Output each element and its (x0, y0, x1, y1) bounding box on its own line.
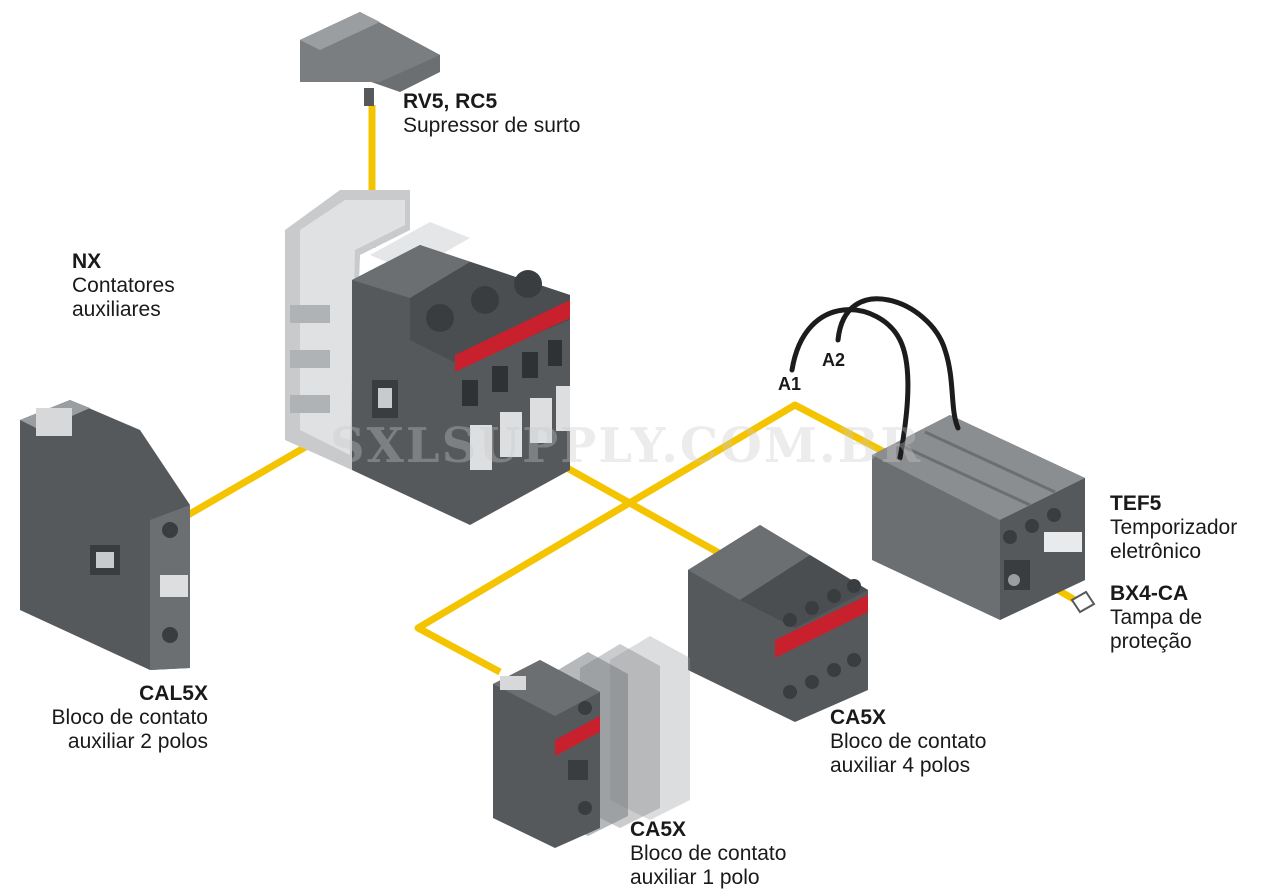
wire-a2-label: A2 (822, 350, 846, 370)
ca5x-1-desc-line-1: Bloco de contato (630, 842, 787, 865)
ca5x-1-label: CA5X Bloco de contato auxiliar 1 polo (630, 818, 786, 890)
wire-a1 (789, 307, 911, 461)
ca5x-4-label: CA5X Bloco de contato auxiliar 4 polos (830, 706, 986, 778)
nx-desc-line-1: Contatores (72, 274, 175, 297)
tef5-code: TEF5 (1110, 492, 1162, 515)
tef5-label: TEF5 Temporizador eletrônico (1110, 492, 1237, 564)
tef5-timer (872, 415, 1085, 620)
wire-a1-label: A1 (778, 374, 802, 394)
cal5x-desc-line-1: Bloco de contato (51, 706, 208, 729)
bx4-cover (1070, 590, 1096, 614)
ca5x-4-desc-line-1: Bloco de contato (830, 730, 987, 753)
nx-code: NX (72, 250, 102, 273)
nx-desc-line-2: auxiliares (72, 298, 161, 321)
rv5-desc: Supressor de surto (403, 114, 581, 137)
ca5x-1-pole-block (493, 636, 690, 848)
cal5x-label: CAL5X Bloco de contato auxiliar 2 polos (52, 682, 208, 754)
ca5x-1-desc-line-2: auxiliar 1 polo (630, 866, 760, 889)
bx4-desc-line-2: proteção (1110, 630, 1192, 653)
tef5-desc-line-2: eletrônico (1110, 540, 1202, 563)
wire-a2 (835, 296, 961, 431)
watermark-text: SXLSUPPLY.COM.BR (330, 418, 923, 474)
connector-ca5x-1 (414, 401, 892, 676)
ca5x-4-pole-block (688, 525, 868, 722)
ca5x-1-code: CA5X (630, 818, 687, 841)
nx-label: NX Contatores auxiliares (72, 250, 175, 322)
bx4-label: BX4-CA Tampa de proteção (1110, 582, 1202, 654)
cal5x-block (20, 400, 190, 670)
rv5-label: RV5, RC5 Supressor de surto (403, 90, 580, 138)
rv5-code: RV5, RC5 (403, 90, 498, 113)
cal5x-desc-line-2: auxiliar 2 polos (67, 730, 208, 753)
ca5x-4-code: CA5X (830, 706, 887, 729)
ca5x-4-desc-line-2: auxiliar 4 polos (830, 754, 971, 777)
cal5x-code: CAL5X (139, 682, 208, 705)
tef5-desc-line-1: Temporizador (1110, 516, 1238, 539)
main-contactor (285, 190, 570, 525)
bx4-desc-line-1: Tampa de (1110, 606, 1203, 629)
rv5-surge-suppressor (300, 12, 440, 106)
bx4-code: BX4-CA (1110, 582, 1189, 605)
timer-wires (789, 296, 961, 461)
